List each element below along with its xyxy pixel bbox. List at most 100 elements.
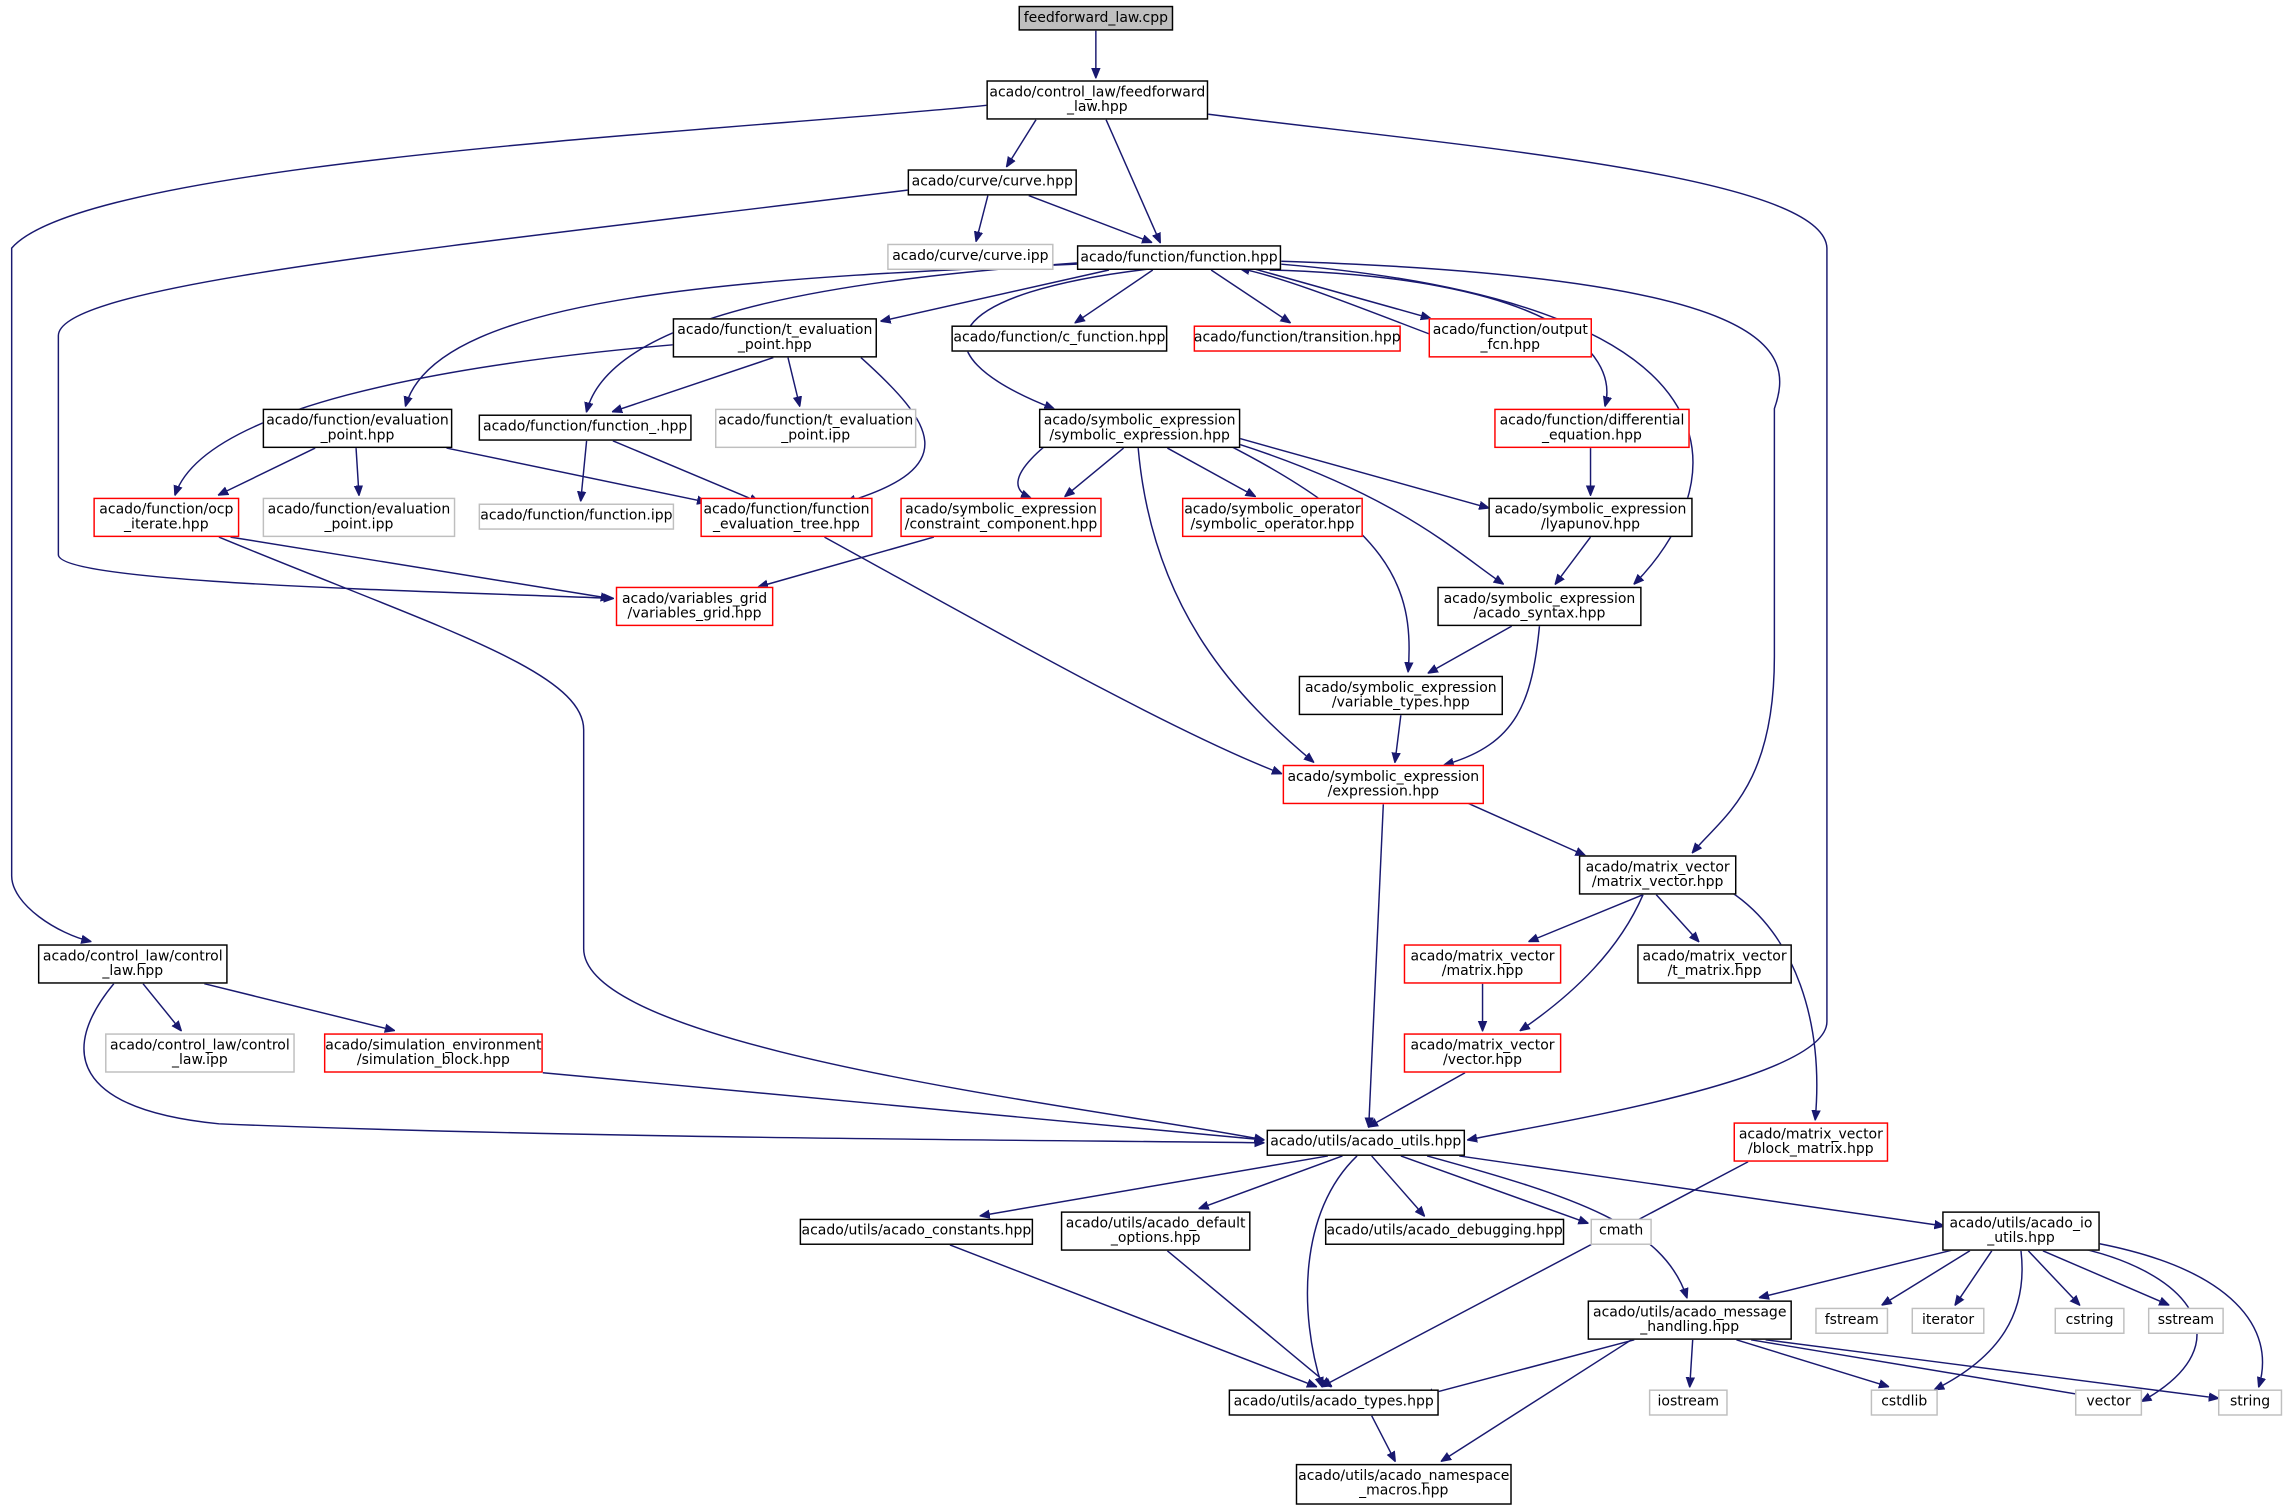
node-cstdlib: cstdlib [1870, 1389, 1938, 1416]
include-edge [1442, 1339, 1632, 1461]
include-edge [949, 1244, 1316, 1387]
include-edge [1765, 1339, 2218, 1398]
node-variables-grid-hpp[interactable]: acado/variables_grid /variables_grid.hpp [615, 586, 774, 627]
node-constraint-component-hpp[interactable]: acado/symbolic_expression /constraint_co… [900, 497, 1102, 538]
include-edge [824, 536, 1281, 773]
node-variable-types-hpp[interactable]: acado/symbolic_expression /variable_type… [1298, 675, 1503, 716]
include-edge [1166, 1250, 1330, 1387]
include-edge [1395, 715, 1402, 762]
include-edge [1167, 447, 1255, 496]
include-edge [846, 357, 926, 502]
node-curve-ipp: acado/curve/curve.ipp [887, 243, 1054, 271]
include-edge [1225, 443, 1409, 672]
include-edge [1281, 263, 1694, 584]
include-edge [1760, 1248, 1956, 1297]
include-edge [1237, 442, 1503, 584]
node-matrix-vector-hpp[interactable]: acado/matrix_vector /matrix_vector.hpp [1578, 855, 1737, 895]
include-edge [1306, 1155, 1358, 1387]
include-edge [1690, 1339, 1693, 1387]
node-curve-hpp[interactable]: acado/curve/curve.hpp [907, 169, 1077, 196]
include-edge [787, 357, 800, 406]
node-cmath: cmath [1590, 1218, 1652, 1245]
node-sstream: sstream [2147, 1307, 2224, 1334]
include-edge [542, 1072, 1264, 1140]
include-edge [581, 440, 588, 501]
include-edge [10, 104, 990, 941]
include-edge [1935, 1250, 2023, 1390]
include-edge [759, 536, 935, 587]
node-function-ipp: acado/function/function.ipp [478, 503, 675, 530]
include-edge [2098, 1242, 2262, 1386]
node-acado-io-utils-hpp[interactable]: acado/utils/acado_io _utils.hpp [1942, 1211, 2100, 1251]
node-acado-utils-hpp[interactable]: acado/utils/acado_utils.hpp [1266, 1129, 1466, 1156]
node-differential-equation-hpp[interactable]: acado/function/differential _equation.hp… [1494, 408, 1690, 449]
include-edge [1075, 269, 1154, 323]
node-control-law-ipp: acado/control_law/control _law.ipp [105, 1033, 295, 1073]
include-edge [1205, 113, 1828, 1140]
node-expression-hpp[interactable]: acado/symbolic_expression /expression.hp… [1282, 764, 1485, 805]
include-edge [1955, 1250, 1993, 1305]
include-edge [1028, 194, 1152, 243]
node-evaluation-point-hpp[interactable]: acado/function/evaluation _point.hpp [262, 408, 453, 449]
include-edge [1237, 437, 1488, 508]
include-edge [218, 536, 1264, 1140]
include-edge [1655, 894, 1698, 942]
node-message-handling-hpp[interactable]: acado/utils/acado_message _handling.hpp [1587, 1300, 1792, 1340]
node-default-options-hpp[interactable]: acado/utils/acado_default _options.hpp [1060, 1211, 1251, 1251]
include-edge [1426, 1155, 1687, 1298]
node-iostream: iostream [1648, 1389, 1728, 1416]
node-output-fcn-hpp[interactable]: acado/function/output _fcn.hpp [1428, 318, 1592, 358]
node-evaluation-point-ipp: acado/function/evaluation _point.ipp [262, 497, 456, 538]
include-edge [1450, 794, 1584, 855]
node-function-underscore-hpp[interactable]: acado/function/function_.hpp [478, 414, 692, 441]
node-t-evaluation-point-hpp[interactable]: acado/function/t_evaluation _point.hpp [672, 318, 877, 358]
include-edge [1459, 1155, 1943, 1226]
include-edge [1529, 893, 1644, 942]
include-edge [1882, 1250, 1971, 1305]
node-function-hpp[interactable]: acado/function/function.hpp [1076, 245, 1282, 271]
node-lyapunov-hpp[interactable]: acado/symbolic_expression /lyapunov.hpp [1488, 497, 1693, 538]
include-edge [1520, 894, 1644, 1031]
node-symbolic-operator-hpp[interactable]: acado/symbolic_operator /symbolic_operat… [1181, 497, 1363, 538]
node-vector-hpp[interactable]: acado/matrix_vector /vector.hpp [1403, 1033, 1562, 1073]
node-ocp-iterate-hpp[interactable]: acado/function/ocp _iterate.hpp [93, 497, 240, 538]
node-transition-hpp[interactable]: acado/function/transition.hpp [1193, 325, 1401, 352]
include-edge [1237, 263, 1430, 318]
include-edge [1065, 447, 1125, 496]
node-acado-syntax-hpp[interactable]: acado/symbolic_expression /acado_syntax.… [1437, 586, 1642, 627]
include-edge [1429, 625, 1513, 673]
node-symbolic-expression-hpp[interactable]: acado/symbolic_expression /symbolic_expr… [1038, 408, 1241, 449]
include-edge [175, 343, 678, 494]
include-edge [2042, 1250, 2168, 1305]
node-acado-constants-hpp[interactable]: acado/utils/acado_constants.hpp [799, 1218, 1034, 1245]
node-control-law-hpp[interactable]: acado/control_law/control _law.hpp [37, 944, 228, 984]
node-feedforward-law-hpp[interactable]: acado/control_law/feedforward _law.hpp [986, 80, 1209, 120]
include-edge [83, 983, 1264, 1143]
include-edge [1400, 1155, 1588, 1223]
node-simulation-block-hpp[interactable]: acado/simulation_environment /simulation… [323, 1033, 543, 1073]
node-function-evaluation-tree-hpp[interactable]: acado/function/function _evaluation_tree… [700, 497, 873, 538]
node-matrix-hpp[interactable]: acado/matrix_vector /matrix.hpp [1403, 944, 1562, 984]
include-edge [612, 440, 759, 502]
include-edge [1105, 119, 1160, 243]
include-edge [981, 1155, 1328, 1216]
include-edge [1424, 1339, 1635, 1395]
node-namespace-macros-hpp[interactable]: acado/utils/acado_namespace _macros.hpp [1295, 1463, 1512, 1505]
node-string: string [2217, 1389, 2283, 1416]
node-iterator: iterator [1911, 1307, 1985, 1334]
node-t-matrix-hpp[interactable]: acado/matrix_vector /t_matrix.hpp [1637, 944, 1792, 984]
include-edge [1281, 260, 1781, 852]
node-acado-types-hpp[interactable]: acado/utils/acado_types.hpp [1228, 1389, 1439, 1416]
include-edge [1371, 1155, 1425, 1216]
node-t-evaluation-point-ipp: acado/function/t_evaluation _point.ipp [715, 408, 917, 449]
include-edge [1556, 536, 1592, 584]
node-block-matrix-hpp[interactable]: acado/matrix_vector /block_matrix.hpp [1733, 1122, 1889, 1162]
include-edge [881, 269, 1110, 321]
include-edge [613, 356, 774, 412]
include-edge [1137, 448, 1313, 762]
include-edge [230, 536, 610, 598]
node-c-function-hpp[interactable]: acado/function/c_function.hpp [951, 325, 1168, 352]
node-acado-debugging-hpp[interactable]: acado/utils/acado_debugging.hpp [1324, 1218, 1565, 1245]
